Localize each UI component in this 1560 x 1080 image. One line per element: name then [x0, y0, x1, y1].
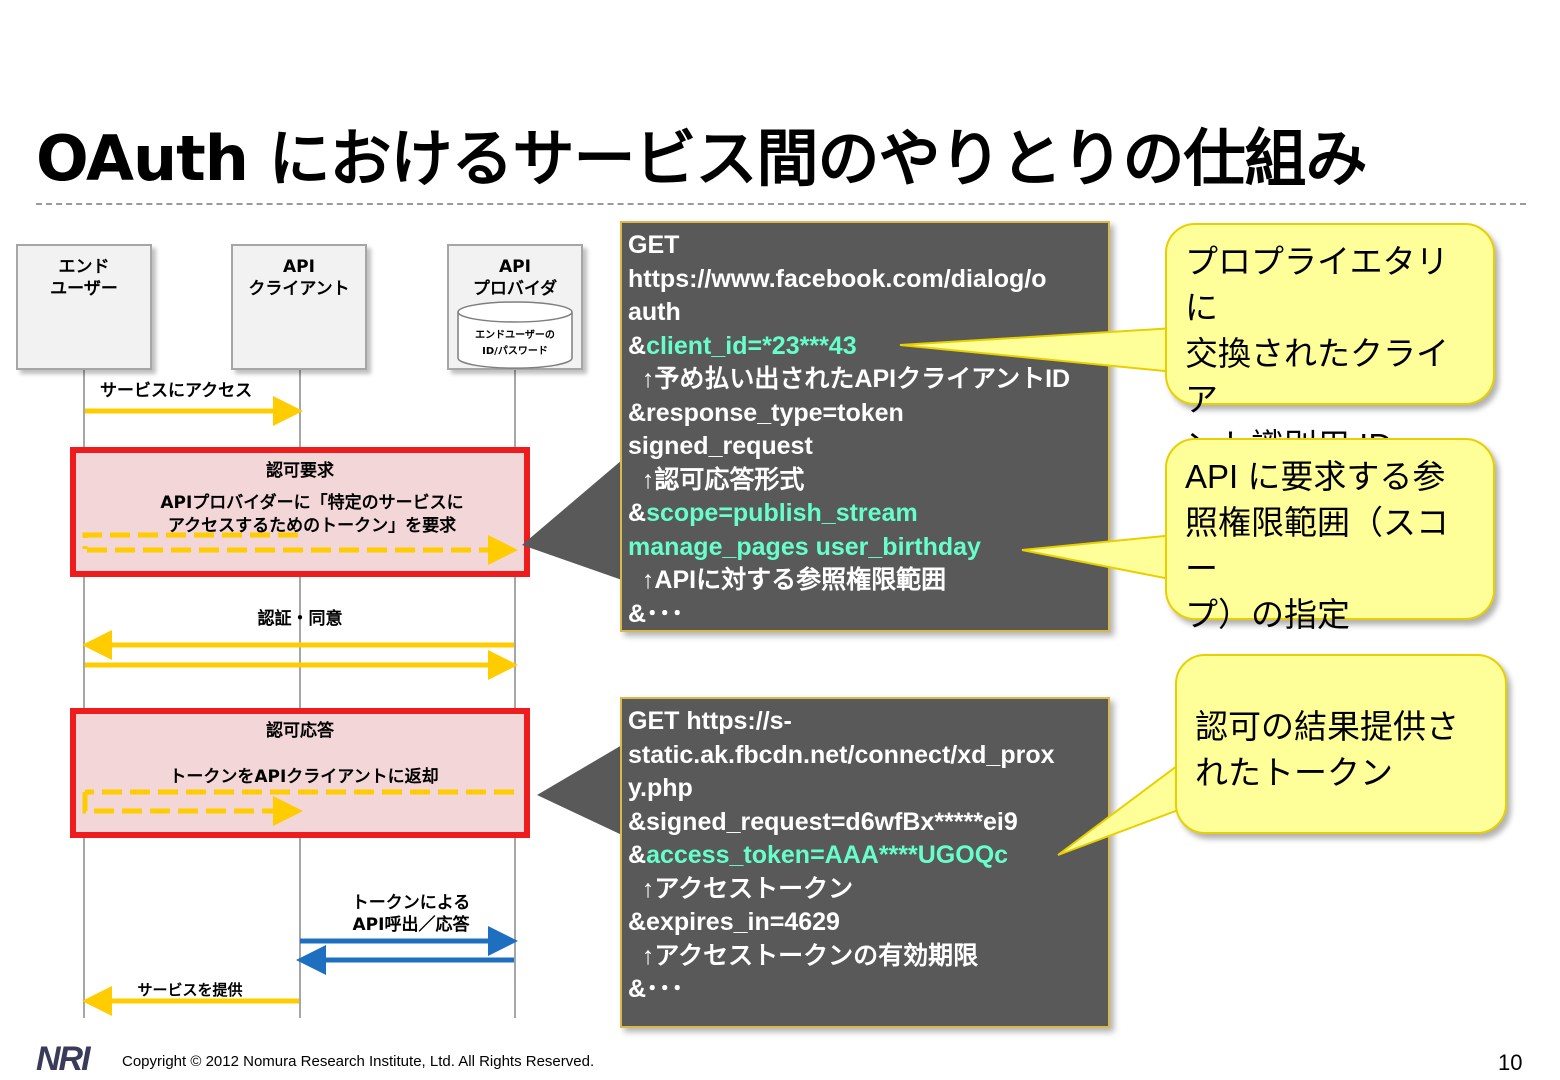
- callout-token: 認可の結果提供さ れたトークン: [1175, 654, 1507, 834]
- callout-scope-line1: API に要求する参: [1185, 458, 1446, 495]
- label-api-call1: トークンによる: [351, 893, 471, 913]
- code-line: auth: [628, 296, 1102, 330]
- code-text: &･･･: [628, 975, 684, 1003]
- arrow-authz-response-b: [82, 792, 303, 826]
- label-auth-consent: 認証・同意: [257, 609, 343, 629]
- code-text: y.php: [628, 774, 693, 802]
- authz-request-zone: [70, 447, 530, 577]
- code-line: signed_request: [628, 430, 1102, 464]
- actor-end-user-line1: エンド: [58, 257, 110, 277]
- code-highlight: scope=publish_stream: [646, 499, 918, 527]
- code-line: &･･･: [628, 973, 1102, 1007]
- title-divider: [36, 203, 1526, 205]
- code-text: GET: [628, 231, 680, 259]
- callout-pointer-scope: [1021, 533, 1176, 582]
- database-label-line1: エンドユーザーの: [475, 330, 555, 341]
- database-label-line2: ID/パスワード: [482, 346, 548, 357]
- code-line: ↑アクセストークン: [628, 873, 1102, 907]
- code-line: ↑認可応答形式: [628, 464, 1102, 498]
- code-line: &response_type=token: [628, 397, 1102, 431]
- nri-logo: NRI: [36, 1040, 91, 1078]
- slide-title: OAuth におけるサービス間のやりとりの仕組み: [36, 122, 1368, 195]
- callout-pointer-client-id: [899, 326, 1176, 374]
- code-text: &expires_in=4629: [628, 908, 840, 936]
- actor-end-user: エンド ユーザー: [16, 244, 152, 370]
- label-authz-request-desc1: APIプロバイダーに「特定のサービスに: [160, 493, 464, 513]
- code-line: &access_token=AAA****UGOQc: [628, 839, 1102, 873]
- code-line: &･･･: [628, 598, 1102, 632]
- callout-scope: API に要求する参 照権限範囲（スコー プ）の指定: [1165, 438, 1495, 633]
- authz-response-zone: [70, 708, 530, 838]
- label-authz-request-desc2: アクセスするためのトークン」を要求: [167, 516, 457, 536]
- code-text: &･･･: [628, 599, 684, 628]
- callout-token-line1: 認可の結果提供さ: [1195, 708, 1459, 745]
- code-text: https://www.facebook.com/dialog/o: [628, 264, 1047, 293]
- code-line: &expires_in=4629: [628, 906, 1102, 940]
- code-text: static.ak.fbcdn.net/connect/xd_prox: [628, 740, 1055, 769]
- actor-api-provider-line1: API: [499, 257, 531, 277]
- code-text: ↑認可応答形式: [628, 465, 805, 494]
- lifeline-api-client: [299, 368, 301, 1018]
- label-authz-response-desc: トークンをAPIクライアントに返却: [169, 767, 439, 787]
- code-text: signed_request: [628, 432, 813, 460]
- code-prefix: &: [628, 841, 647, 869]
- arrow-authz-request-a: [82, 532, 298, 549]
- callout-scope-line2: 照権限範囲（スコー: [1185, 504, 1449, 587]
- label-api-call2: API呼出／応答: [352, 915, 470, 935]
- lifeline-end-user: [83, 368, 85, 1018]
- actor-api-provider-line2: プロバイダ: [472, 279, 558, 299]
- code-line: &signed_request=d6wfBx*****ei9: [628, 806, 1102, 840]
- code-line: ↑予め払い出されたAPIクライアントID: [628, 363, 1102, 397]
- request-code-box: GET https://www.facebook.com/dialog/o auth…: [620, 221, 1110, 632]
- actor-api-client-line1: API: [283, 257, 315, 277]
- response-code-box: GET https://s-static.ak.fbcdn.net/connec…: [620, 697, 1110, 1028]
- code-highlight: manage_pages user_birthday: [628, 532, 981, 561]
- code-text: &response_type=token: [628, 398, 904, 427]
- code-line: GET https://s-: [628, 705, 1102, 739]
- code-text: ↑APIに対する参照権限範囲: [628, 566, 947, 594]
- label-authz-response: 認可応答: [266, 721, 334, 741]
- label-provide-service: サービスを提供: [137, 981, 243, 999]
- code-text: ↑アクセストークンの有効期限: [628, 941, 979, 970]
- code-text: auth: [628, 298, 681, 326]
- code-highlight: client_id=*23***43: [646, 331, 857, 360]
- pointer-request: [522, 460, 622, 580]
- code-pointers: [522, 460, 622, 835]
- code-prefix: &: [628, 499, 647, 527]
- database-label: エンドユーザーの ID/パスワード: [456, 328, 574, 360]
- code-text: ↑アクセストークン: [628, 874, 854, 903]
- label-authz-request: 認可要求: [266, 461, 334, 481]
- code-line: manage_pages user_birthday: [628, 531, 1102, 565]
- pointer-response: [537, 745, 622, 835]
- callout-client-id-line2: 交換されたクライア: [1185, 335, 1449, 418]
- callout-token-line2: れたトークン: [1195, 754, 1393, 791]
- actor-api-client-line2: クライアント: [248, 279, 350, 299]
- code-line: &client_id=*23***43: [628, 330, 1102, 364]
- code-text: &signed_request=d6wfBx*****ei9: [628, 807, 1018, 836]
- label-access-service: サービスにアクセス: [100, 381, 253, 401]
- lifeline-api-provider: [514, 368, 516, 1018]
- code-line: static.ak.fbcdn.net/connect/xd_prox: [628, 739, 1102, 773]
- code-line: https://www.facebook.com/dialog/o: [628, 263, 1102, 297]
- page-number: 10: [1498, 1050, 1523, 1075]
- callout-client-id-line1: プロプライエタリに: [1185, 243, 1449, 326]
- code-prefix: &: [628, 331, 647, 360]
- copyright-text: Copyright © 2012 Nomura Research Institu…: [122, 1053, 595, 1070]
- callout-scope-line3: プ）の指定: [1185, 596, 1350, 633]
- actor-end-user-line2: ユーザー: [50, 279, 118, 299]
- code-line: ↑アクセストークンの有効期限: [628, 940, 1102, 974]
- callout-client-id: プロプライエタリに 交換されたクライア ント識別用 ID: [1165, 223, 1495, 464]
- code-text: GET https://s-: [628, 707, 792, 735]
- code-text: ↑予め払い出されたAPIクライアントID: [628, 365, 1071, 393]
- code-line: y.php: [628, 772, 1102, 806]
- actor-api-client: API クライアント: [231, 244, 367, 370]
- sequence-arrows: [82, 396, 518, 1016]
- code-line: &scope=publish_stream: [628, 497, 1102, 531]
- code-line: ↑APIに対する参照権限範囲: [628, 564, 1102, 598]
- code-line: GET: [628, 229, 1102, 263]
- code-highlight: access_token=AAA****UGOQc: [646, 841, 1009, 869]
- database-icon: [457, 301, 573, 369]
